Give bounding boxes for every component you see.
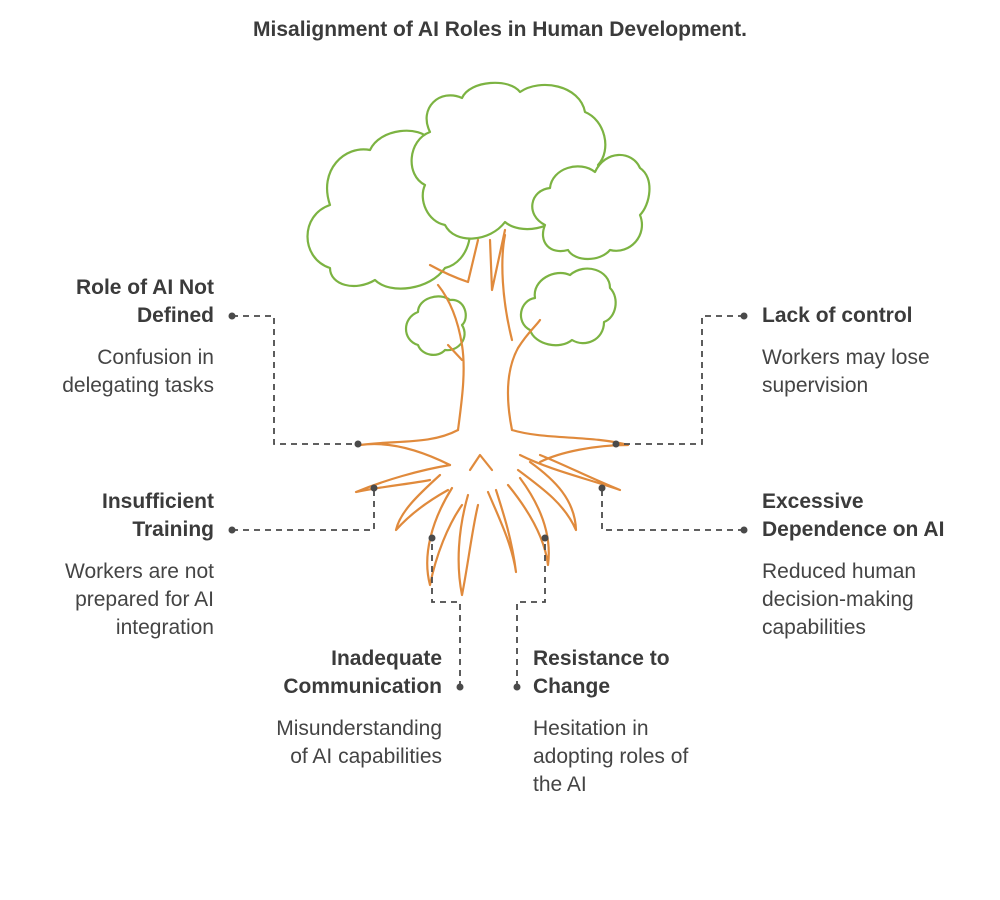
root-7 (516, 460, 578, 532)
trunk-base-right (510, 428, 630, 464)
label-heading: Excessive Dependence on AI (762, 490, 945, 541)
label-heading: Resistance to Change (533, 647, 670, 698)
tree-foliage (306, 81, 651, 356)
label-heading: Lack of control (762, 304, 913, 327)
label-excessive-dependence: Excessive Dependence on AI Reduced human… (762, 488, 944, 642)
branch-left-upper (428, 238, 480, 284)
dot-dependence-tree (598, 484, 606, 492)
label-heading: Insufficient Training (101, 490, 214, 541)
foliage-cloud-small-right (519, 267, 617, 347)
label-description: Workers are not prepared for AI integrat… (65, 560, 214, 639)
trunk-outline-right (506, 318, 542, 432)
label-role-of-ai: Role of AI Not Defined Confusion in dele… (62, 274, 214, 400)
label-inadequate-communication: Inadequate Communication Misunderstandin… (276, 645, 442, 771)
diagram-title: Misalignment of AI Roles in Human Develo… (253, 18, 747, 41)
connector-excessive-dependence (601, 488, 744, 531)
label-heading: Inadequate Communication (283, 647, 442, 698)
root-8 (518, 453, 622, 492)
connector-insufficient-training (232, 488, 375, 531)
dot-resistance-label (513, 683, 521, 691)
root-6 (506, 476, 550, 567)
root-2 (394, 473, 450, 532)
branch-right-inner (501, 233, 514, 342)
label-description: Confusion in delegating tasks (62, 346, 214, 397)
dot-dependence-label (740, 526, 748, 534)
connector-dots (228, 312, 748, 691)
connector-resistance (516, 538, 546, 687)
root-4 (457, 493, 480, 597)
label-lack-of-control: Lack of control Workers may lose supervi… (762, 302, 930, 400)
trunk-outline-left (436, 283, 465, 432)
branch-center (488, 228, 507, 292)
dot-control-label (740, 312, 748, 320)
connector-lines (232, 315, 744, 687)
dot-communication-tree (428, 534, 436, 542)
connector-inadequate-communication (431, 538, 461, 687)
label-description: Reduced human decision-making capabiliti… (762, 560, 917, 639)
branch-small-left (446, 343, 464, 362)
root-9 (468, 453, 494, 472)
dot-role-tree (354, 440, 362, 448)
root-3 (426, 486, 464, 587)
connector-role-of-ai (232, 315, 358, 445)
dot-training-label (228, 526, 236, 534)
label-heading: Role of AI Not Defined (75, 276, 214, 327)
dot-training-tree (370, 484, 378, 492)
tree-trunk (358, 228, 630, 467)
root-5 (486, 488, 518, 574)
label-description: Workers may lose supervision (762, 346, 930, 397)
label-description: Hesitation in adopting roles of the AI (533, 717, 689, 796)
trunk-base (358, 428, 460, 467)
dot-control-tree (612, 440, 620, 448)
label-description: Misunderstanding of AI capabilities (276, 717, 442, 768)
dot-resistance-tree (541, 534, 549, 542)
connector-lack-of-control (616, 315, 744, 445)
root-1 (354, 463, 452, 494)
label-insufficient-training: Insufficient Training Workers are not pr… (65, 488, 214, 642)
label-resistance-to-change: Resistance to Change Hesitation in adopt… (533, 645, 688, 799)
tree-roots (354, 453, 622, 597)
foliage-cloud-right (531, 153, 651, 261)
dot-role-label (228, 312, 236, 320)
foliage-cloud-small-left (404, 295, 467, 356)
dot-communication-label (456, 683, 464, 691)
